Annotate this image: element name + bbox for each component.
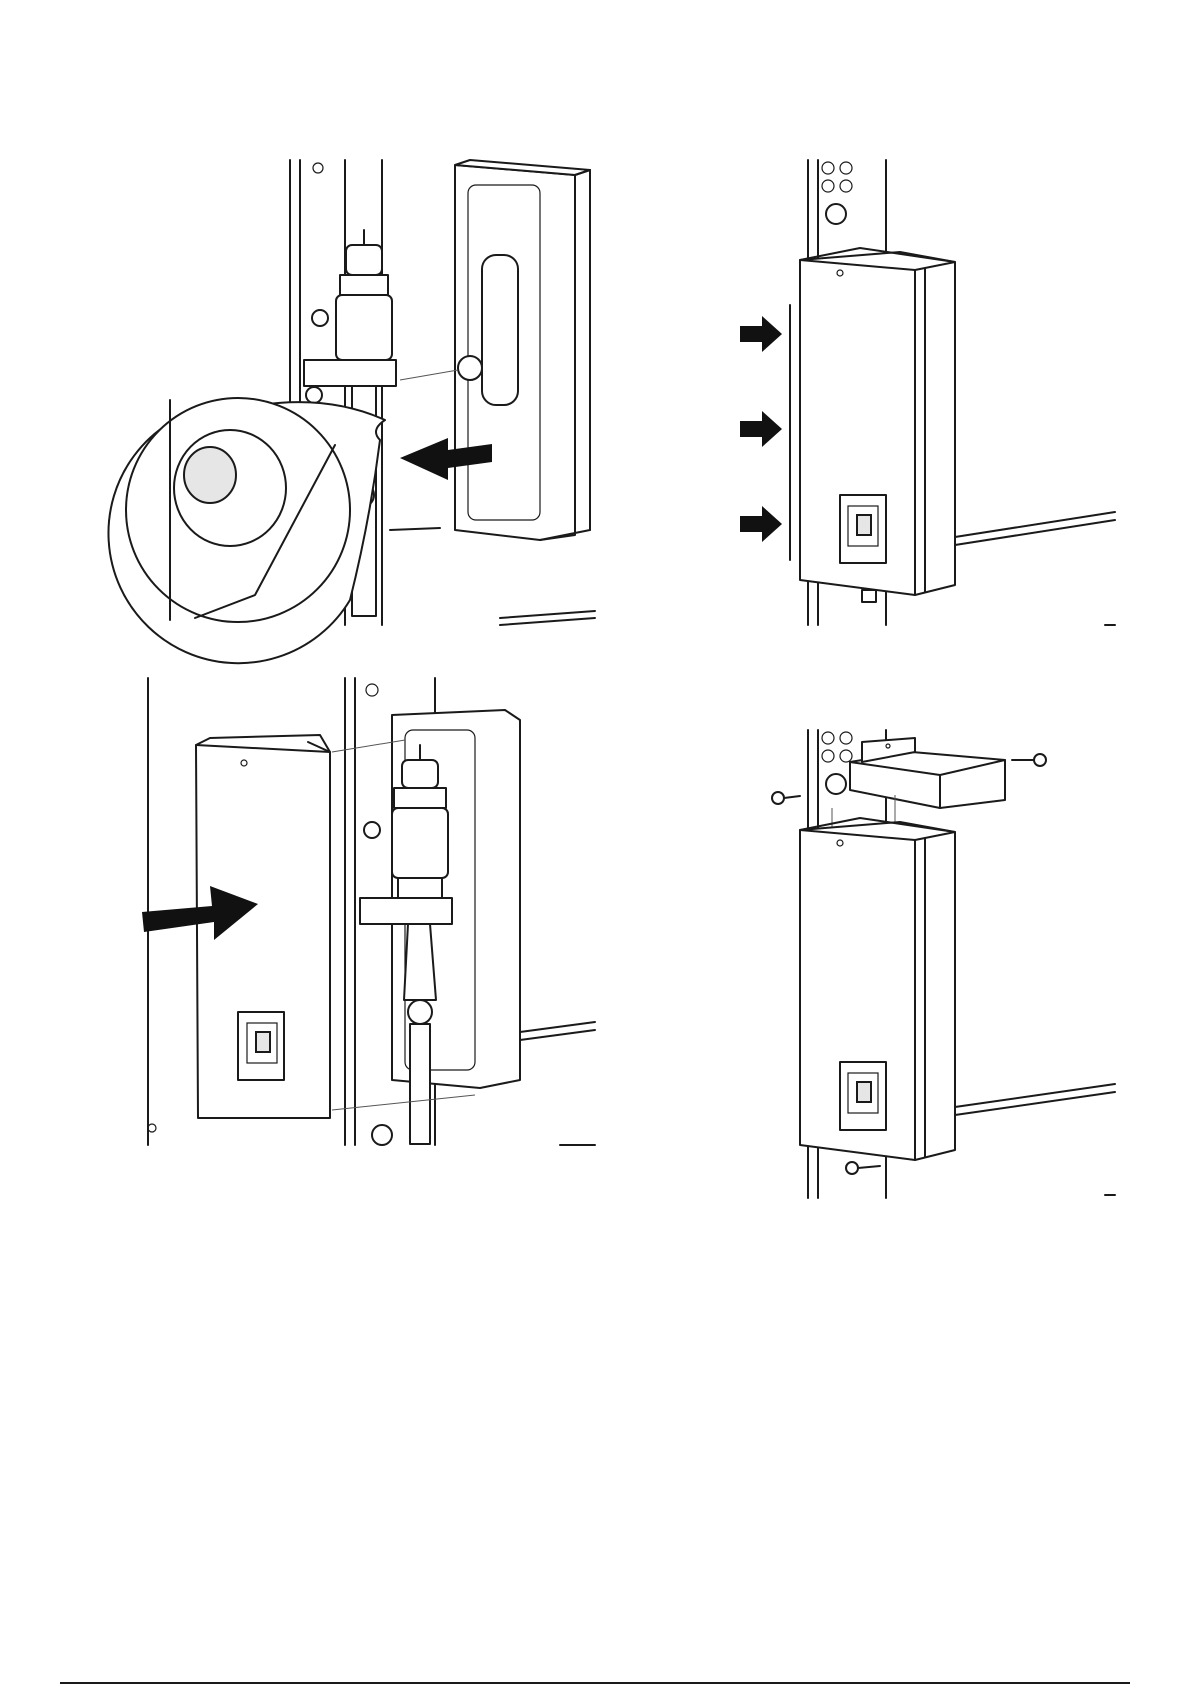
screw-icon [1034,754,1046,766]
figure-step-2 [740,160,1115,625]
figure-step-4 [772,730,1115,1198]
top-cap-screws-icon [772,738,1046,830]
figure-step-1 [108,160,595,663]
arrow-right-icon [740,316,782,352]
figure-step-3 [142,678,595,1145]
magnifier-detail-icon [108,398,385,663]
removed-cover [400,160,590,540]
installed-cover [800,248,955,602]
screw-icon-left [772,792,784,804]
